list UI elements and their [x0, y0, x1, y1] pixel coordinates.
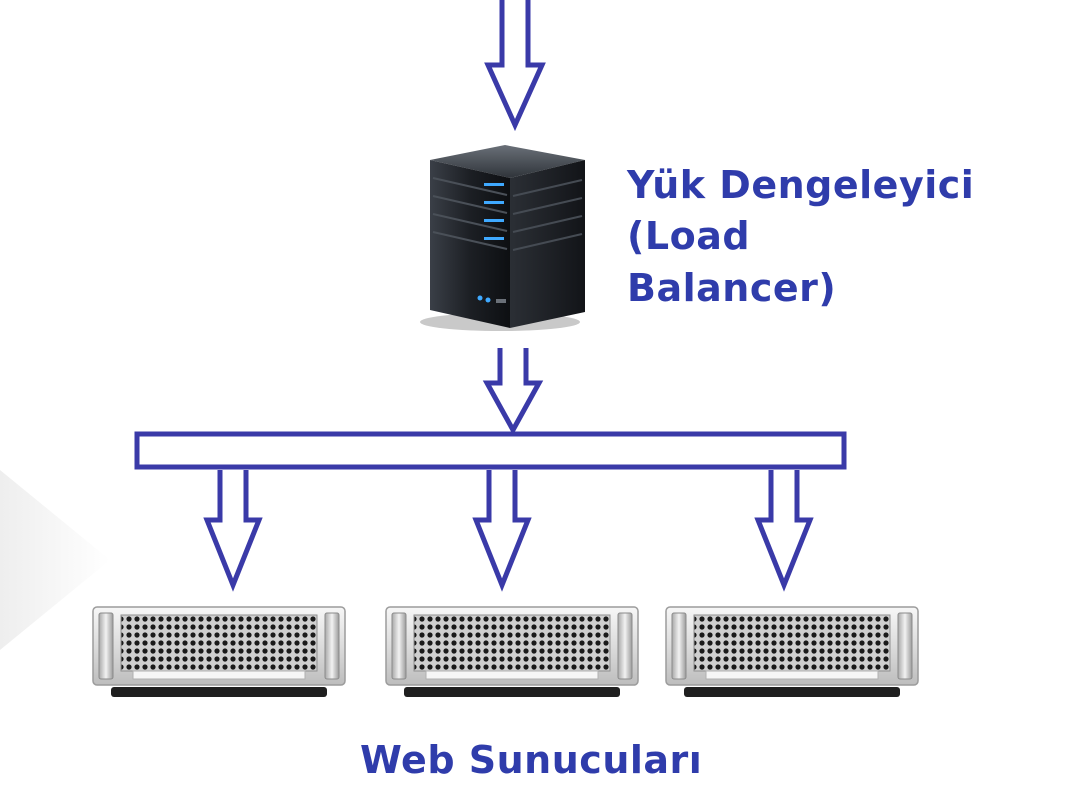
load-balancer-label-line1: Yük Dengeleyici (Load — [627, 163, 975, 259]
rack-server-icon — [385, 606, 639, 697]
load-balancer-label: Yük Dengeleyici (Load Balancer) — [627, 160, 1077, 314]
distribution-bus — [134, 431, 847, 470]
server-arrow-3 — [754, 470, 814, 592]
incoming-arrow — [484, 0, 546, 132]
watermark-shape — [0, 470, 110, 650]
balancer-output-arrow — [482, 348, 544, 436]
server-tower-icon — [420, 145, 585, 331]
server-arrow-1 — [203, 470, 263, 592]
rack-server-icon — [665, 606, 919, 697]
rack-server-icon — [92, 606, 346, 697]
load-balancer-label-line2: Balancer) — [627, 265, 837, 310]
web-servers-label: Web Sunucuları — [360, 738, 703, 782]
server-arrow-2 — [472, 470, 532, 592]
